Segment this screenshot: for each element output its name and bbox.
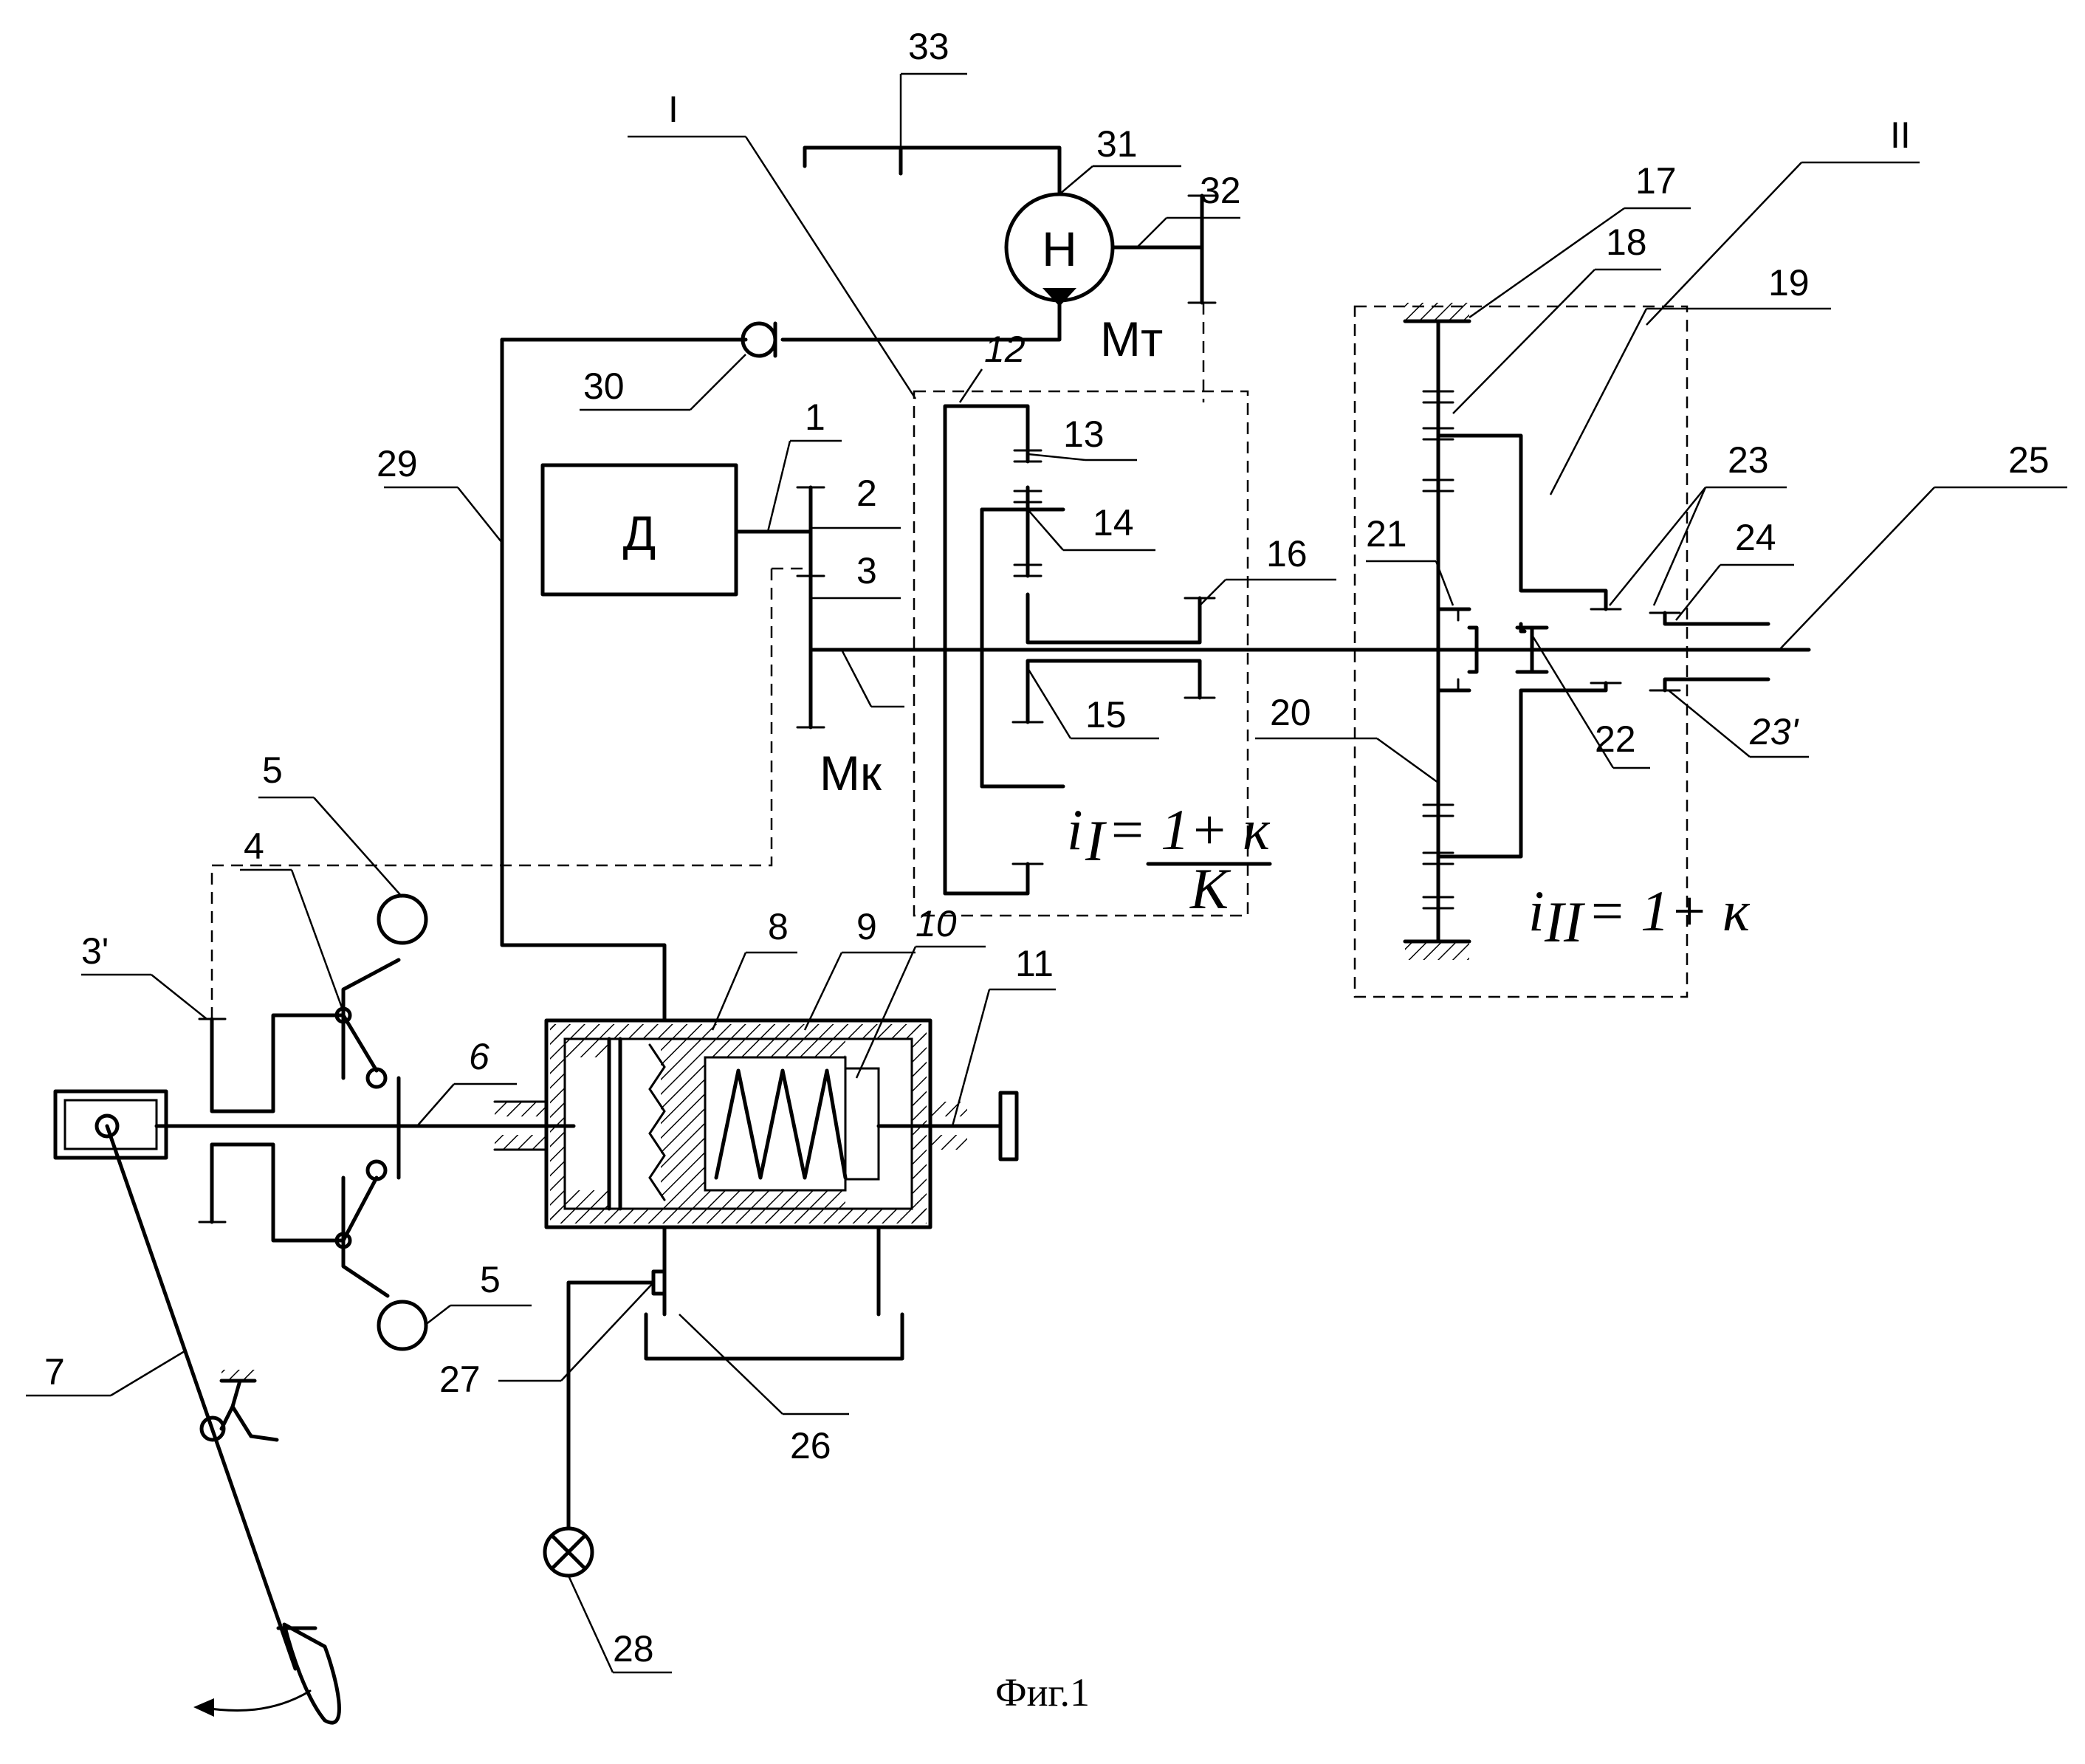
label-3p: 3' [81, 930, 109, 972]
label-7: 7 [44, 1351, 65, 1393]
label-23: 23 [1728, 439, 1769, 481]
label-30: 30 [583, 366, 625, 407]
svg-text:II: II [1544, 890, 1586, 954]
pump-label: Н [1042, 222, 1077, 276]
label-roman-2: II [1890, 114, 1911, 156]
label-31: 31 [1096, 123, 1138, 165]
label-23p: 23' [1749, 711, 1799, 752]
label-5b: 5 [480, 1259, 501, 1300]
engine-block: Д [543, 465, 1809, 727]
label-17: 17 [1635, 160, 1677, 202]
svg-text:= 1+ к: = 1+ к [1587, 879, 1750, 943]
formula-i1: i I = 1+ к К [1067, 797, 1270, 921]
figure-caption: Фиг.1 [995, 1670, 1090, 1715]
label-2: 2 [856, 473, 877, 514]
engine-label: Д [623, 506, 656, 560]
label-12: 12 [984, 329, 1026, 370]
centrifugal-governor [199, 896, 426, 1349]
label-25: 25 [2008, 439, 2050, 481]
label-5a: 5 [262, 749, 283, 791]
label-19: 19 [1768, 262, 1810, 303]
label-3: 3 [856, 550, 877, 591]
svg-text:К: К [1189, 857, 1232, 921]
svg-text:i: i [1528, 879, 1545, 943]
label-9: 9 [856, 906, 877, 947]
label-27: 27 [439, 1359, 481, 1400]
pedal-assembly [55, 1091, 574, 1723]
label-6: 6 [469, 1036, 490, 1077]
label-10: 10 [916, 903, 957, 944]
label-roman-1: I [668, 89, 679, 130]
label-4: 4 [244, 826, 264, 867]
label-22: 22 [1595, 718, 1636, 760]
label-16: 16 [1266, 533, 1308, 574]
label-29: 29 [377, 443, 418, 484]
svg-text:I: I [1085, 809, 1107, 873]
svg-text:= 1+ к: = 1+ к [1107, 797, 1270, 862]
label-13: 13 [1063, 413, 1105, 455]
torque-pump-label: Мт [1100, 312, 1163, 366]
label-32: 32 [1200, 170, 1241, 211]
label-18: 18 [1606, 222, 1647, 263]
label-28: 28 [613, 1628, 654, 1669]
label-11: 11 [1015, 943, 1054, 984]
label-1: 1 [805, 397, 825, 438]
label-15: 15 [1085, 694, 1127, 735]
torque-engine-label: Мк [820, 746, 882, 800]
label-20: 20 [1270, 692, 1311, 733]
label-33: 33 [908, 26, 949, 67]
svg-text:i: i [1067, 797, 1083, 862]
leader-lines [26, 74, 2067, 1672]
servo-cylinder [495, 1020, 1017, 1576]
label-21: 21 [1366, 513, 1407, 555]
label-24: 24 [1735, 517, 1776, 558]
label-8: 8 [768, 906, 789, 947]
formula-i2: i II = 1+ к [1528, 879, 1750, 954]
label-26: 26 [790, 1425, 831, 1466]
planetary-set-2 [1405, 303, 1768, 960]
label-14: 14 [1093, 502, 1134, 543]
